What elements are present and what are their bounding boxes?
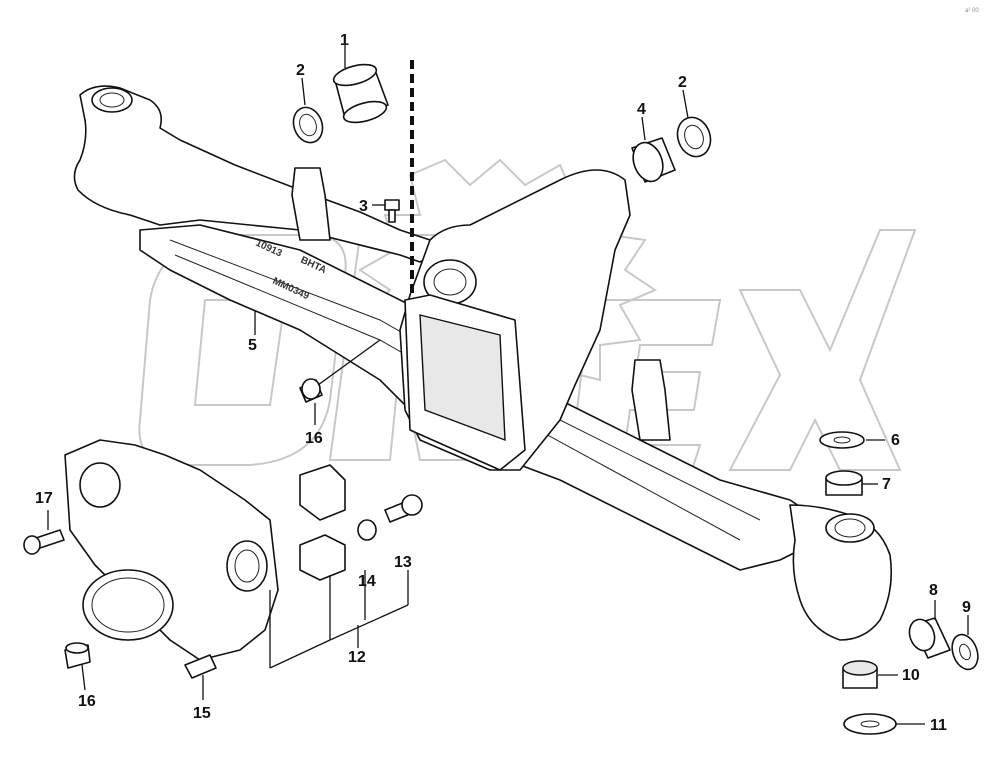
- callout-14: 14: [358, 573, 376, 590]
- part-11-washer: [843, 713, 897, 735]
- part-8-bushing: [908, 617, 951, 659]
- part-13-bolt: [384, 494, 423, 523]
- callout-8: 8: [929, 582, 938, 599]
- callout-3: 3: [359, 198, 368, 215]
- part-4-bushing: [631, 137, 676, 183]
- leader-lines: [47, 45, 969, 725]
- callout-6: 6: [891, 432, 900, 449]
- callout-5: 5: [248, 337, 257, 354]
- callout-2-left: 2: [296, 62, 305, 79]
- callout-17: 17: [35, 490, 53, 507]
- corner-code: a² 00: [965, 8, 979, 14]
- callout-16-top: 16: [305, 430, 323, 447]
- callout-labels: 1 2 2 3 4 5 6 7 8 9 10 11 12 13 14 15 16…: [35, 32, 971, 734]
- callout-16-bottom: 16: [78, 693, 96, 710]
- part-7-bushing: [825, 470, 863, 496]
- part-15-pin: [184, 654, 217, 679]
- part-14-washer: [357, 519, 377, 541]
- callout-13: 13: [394, 554, 412, 571]
- callout-12: 12: [348, 649, 366, 666]
- carrier-bracket-assembly: [64, 439, 279, 661]
- callout-15: 15: [193, 705, 211, 722]
- callout-7: 7: [882, 476, 891, 493]
- part-16-plug-bottom: [64, 642, 91, 669]
- callout-4: 4: [637, 101, 646, 118]
- part-16-plug-top: [299, 378, 323, 403]
- part-3-grease-fitting: [384, 199, 400, 223]
- part-17-bolt: [23, 529, 65, 555]
- callout-11: 11: [930, 717, 947, 734]
- callout-9: 9: [962, 599, 971, 616]
- part-12-clamp: [299, 464, 346, 581]
- part-6-washer: [819, 431, 865, 449]
- part-10-bushing: [842, 660, 878, 689]
- callout-2-right: 2: [678, 74, 687, 91]
- part-2-ring-left: [292, 106, 324, 144]
- part-1-bushing: [332, 63, 389, 124]
- part-9-washer: [951, 633, 979, 671]
- callout-1: 1: [340, 32, 349, 49]
- callout-10: 10: [902, 667, 920, 684]
- part-2-ring-right: [676, 116, 712, 158]
- axle-housing: 10913 BHTA MM0349: [73, 85, 893, 641]
